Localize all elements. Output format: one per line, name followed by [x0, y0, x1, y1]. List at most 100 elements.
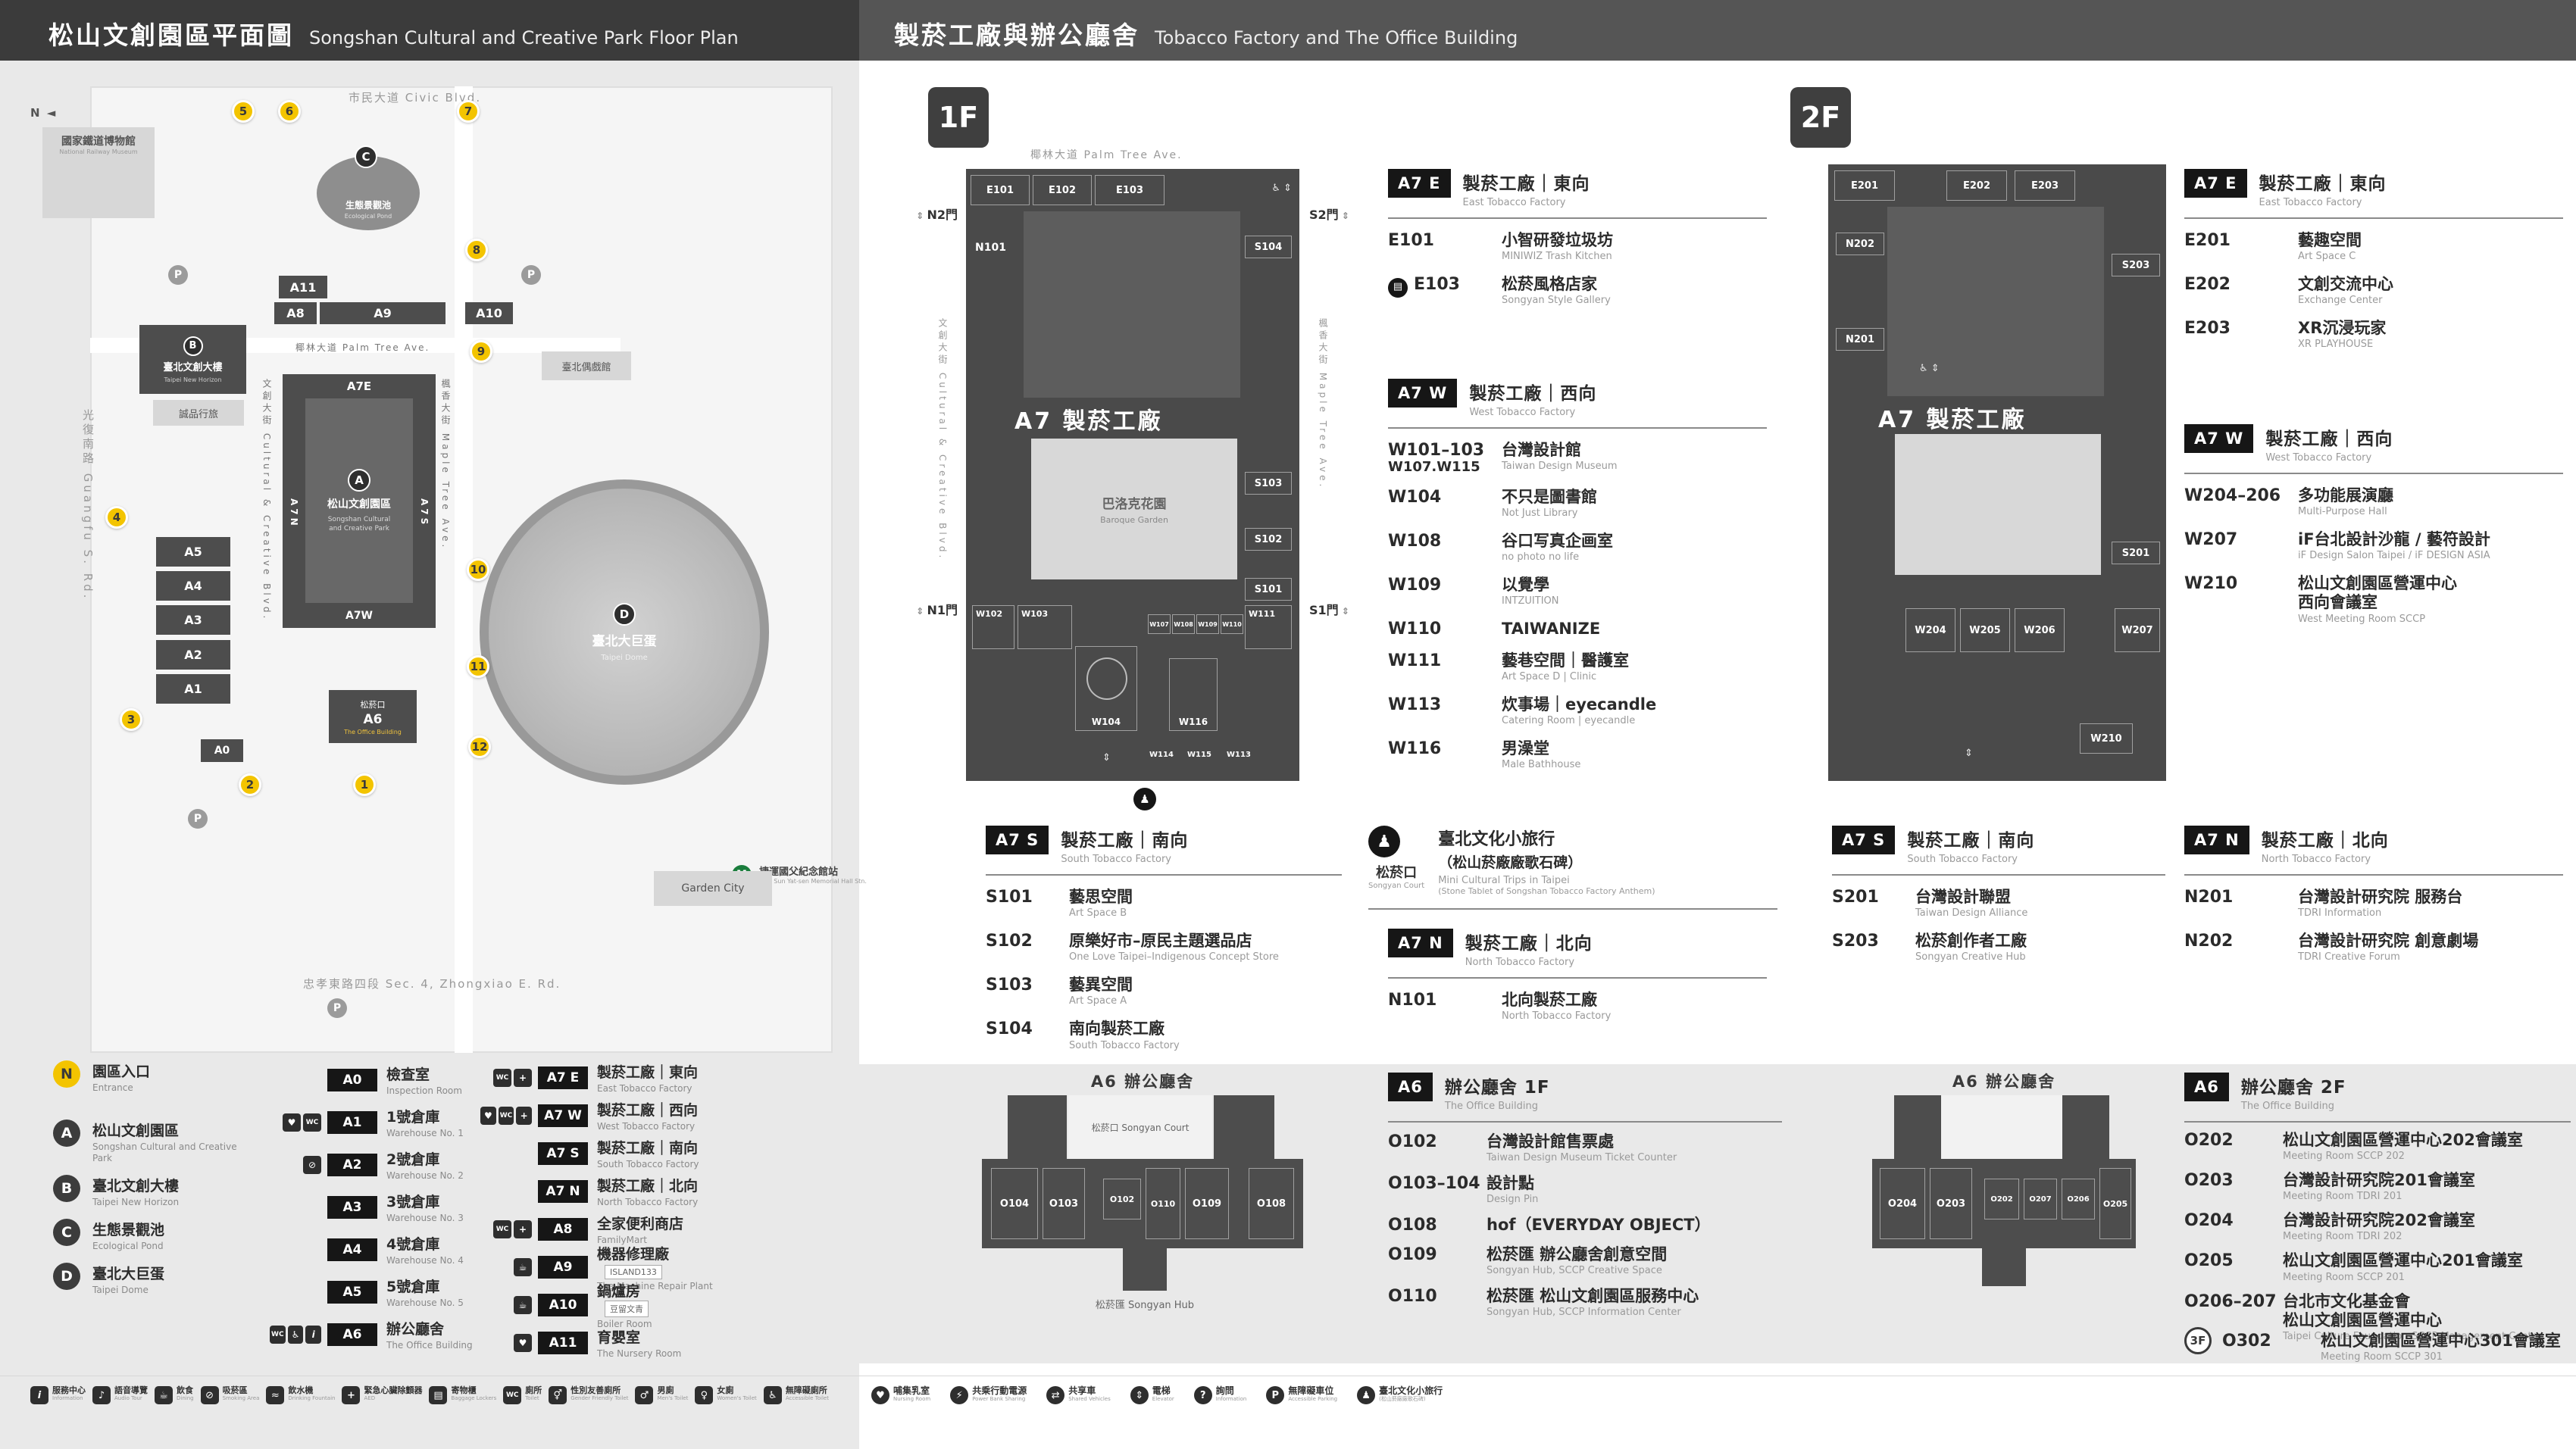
facility-zh: 共乘行動電源	[972, 1385, 1027, 1396]
legend-building-zh: 育嬰室	[597, 1329, 641, 1346]
section-title: 製菸工廠｜東向	[2259, 174, 2387, 194]
room-code: O302	[2222, 1332, 2271, 1351]
section-2f-a7e: A7 E 製菸工廠｜東向 East Tobacco Factory E201 藝…	[2184, 169, 2563, 351]
room-w210: W210	[2080, 723, 2133, 754]
gate-s2: S2門 ⇕	[1309, 208, 1349, 222]
facility-en: Elevator	[1152, 1396, 1174, 1403]
floor-plan-1f: E101 E102 E103 ♿ ⇕ N101 S104 S103 S102 S…	[966, 169, 1299, 781]
a6-2f-stem	[1982, 1248, 2026, 1286]
room-w207: W207	[2115, 608, 2160, 652]
room-code: W110	[1388, 620, 1442, 639]
compass-north-icon: N ◄	[30, 106, 58, 120]
legend-building-en: FamilyMart	[597, 1235, 647, 1245]
facility-icon	[429, 1386, 448, 1404]
section-subtitle: South Tobacco Factory	[1061, 854, 1171, 865]
facility-icon	[480, 1107, 496, 1125]
section-badge: A7 N	[2184, 826, 2249, 854]
building-badge: A10	[538, 1294, 588, 1316]
facility-icon	[30, 1386, 48, 1404]
map-building-a7n: A7N	[283, 398, 305, 628]
facility-icon	[493, 1069, 511, 1087]
court-en: Songyan Court	[1368, 882, 1425, 890]
room-s101: S101	[1245, 578, 1292, 601]
section-a6-2f: A6 辦公廳舍 2F The Office Building O202 松山文創…	[2184, 1073, 2571, 1343]
entrance-marker-12: 12	[468, 735, 491, 758]
facility-icon	[549, 1386, 567, 1404]
marker-c: C	[355, 145, 377, 168]
room-code: W108	[1388, 532, 1442, 551]
facility-en: Smoking Area	[222, 1395, 260, 1402]
page-title-right-en: Tobacco Factory and The Office Building	[1155, 27, 1518, 48]
legend-building-zh: 4號倉庫	[386, 1236, 440, 1253]
facility-zh: 廁所	[525, 1385, 542, 1395]
building-badge: A1	[327, 1111, 377, 1134]
gate-arrow-icon: ⇕	[916, 211, 927, 221]
facility-icon	[303, 1113, 321, 1132]
map-building-a3: A3	[156, 605, 230, 635]
a6-2f-courtyard	[1941, 1095, 2062, 1159]
facility-en: Women's Toilet	[717, 1395, 757, 1402]
facility-legend-item: 臺北文化小旅行(松山菸廠廠歌石碑)	[1357, 1385, 1443, 1404]
section-header: A7 S 製菸工廠｜南向 South Tobacco Factory	[1832, 826, 2165, 876]
floor-badge-1f: 1F	[928, 87, 989, 148]
room-e101: E101	[971, 175, 1030, 205]
facility-icon	[1046, 1386, 1065, 1404]
section-badge: A7 E	[1388, 169, 1451, 198]
poi-puppetry-art-center: 臺北偶戲館	[542, 351, 631, 380]
section-badge: A7 W	[2184, 424, 2254, 453]
facility-zh: 電梯	[1152, 1385, 1171, 1396]
map-building-a7w: A7W	[305, 603, 413, 628]
park-name-en2: and Creative Park	[329, 525, 389, 532]
place-marker-icon: B	[53, 1175, 80, 1202]
room-code: E101	[1388, 231, 1434, 250]
room-w205: W205	[1960, 608, 2010, 652]
room-o102: O102	[1103, 1179, 1141, 1219]
section-title: 製菸工廠｜西向	[2265, 429, 2393, 449]
gate-arrow-icon: ⇕	[916, 606, 927, 617]
map-building-a7-complex: A7E A7N A7S A7W A 松山文創園區 Songshan Cultur…	[283, 374, 436, 628]
legend-building-note: ISLAND133	[605, 1264, 662, 1279]
facility-icon	[514, 1296, 532, 1314]
room-o103: O103	[1043, 1168, 1085, 1239]
legend-place-zh: 生態景觀池	[92, 1222, 165, 1238]
legend-entrance: N 園區入口 Entrance	[53, 1060, 259, 1094]
building-badge: A6	[327, 1323, 377, 1346]
place-marker-icon: C	[53, 1219, 80, 1246]
building-badge: A4	[327, 1238, 377, 1261]
parking-icon: P	[168, 265, 188, 285]
legend-building-zh: 檢查室	[386, 1066, 430, 1083]
facility-en: Information	[1215, 1396, 1247, 1403]
entrance-marker-6: 6	[278, 100, 301, 123]
section-header: A6 辦公廳舍 2F The Office Building	[2184, 1073, 2571, 1123]
room-e201: E201	[1834, 170, 1895, 201]
room-code: W111	[1388, 651, 1442, 670]
room-s104: S104	[1245, 236, 1292, 258]
stairs-icon: ⇕	[1965, 748, 1973, 759]
legend-building-en: Boiler Room	[597, 1319, 652, 1329]
section-header: A6 辦公廳舍 1F The Office Building	[1388, 1073, 1782, 1123]
section-subtitle: East Tobacco Factory	[2259, 197, 2362, 208]
railway-museum-label: 國家鐵道博物館	[61, 136, 136, 148]
section-subtitle: West Tobacco Factory	[2265, 452, 2372, 464]
section-title: 辦公廳舍 2F	[2240, 1078, 2346, 1098]
facility-icon	[1357, 1386, 1376, 1404]
entrance-marker-1: 1	[353, 773, 376, 796]
room-o109: O109	[1185, 1168, 1229, 1239]
